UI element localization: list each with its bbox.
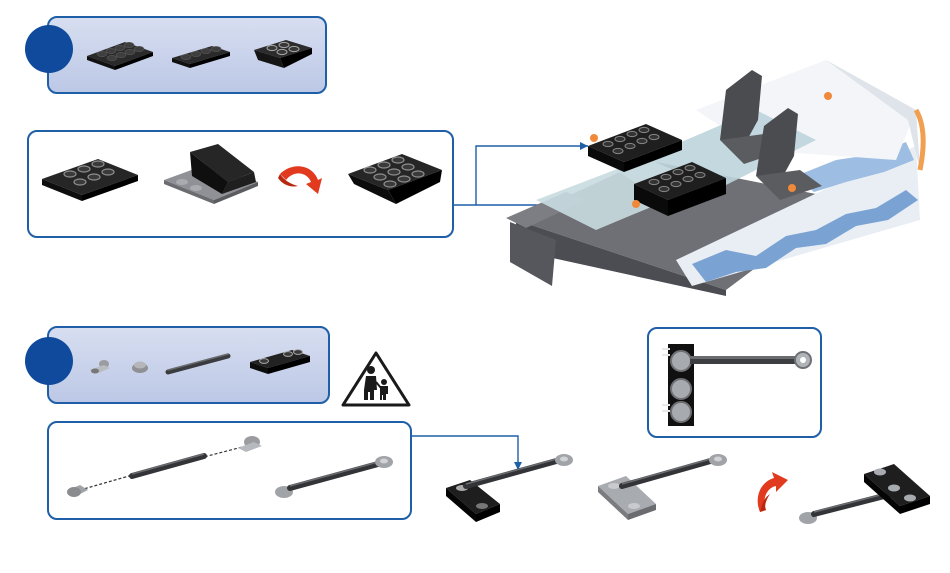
final-link-icon — [794, 456, 934, 532]
rotate-arrow-icon — [752, 470, 792, 516]
link-on-gray-plate-icon — [596, 448, 732, 530]
link-on-black-plate-icon — [440, 448, 576, 530]
